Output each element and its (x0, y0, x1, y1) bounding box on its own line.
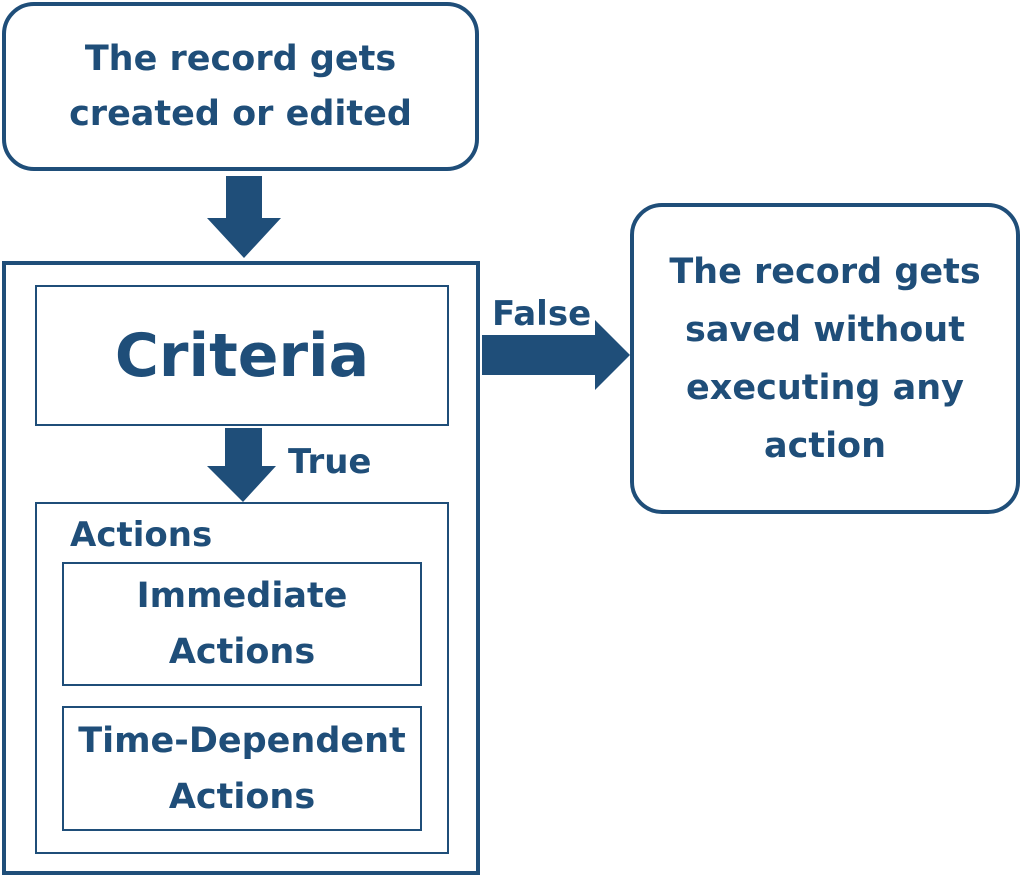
arrow-start-to-criteria (207, 176, 281, 258)
actions-heading: Actions (70, 515, 213, 555)
time-dependent-actions-node: Time-Dependent Actions (62, 706, 422, 831)
workflow-rule-container (2, 261, 480, 875)
record-saved-without-action-node: The record gets saved without executing … (630, 203, 1020, 514)
actions-container (35, 502, 449, 854)
record-created-or-edited-node: The record gets created or edited (2, 2, 479, 171)
false-edge-label: False (492, 294, 592, 334)
criteria-node: Criteria (35, 285, 449, 426)
arrow-criteria-to-end (482, 320, 630, 390)
arrow-criteria-to-actions (207, 428, 276, 502)
immediate-actions-node: Immediate Actions (62, 562, 422, 686)
true-edge-label: True (288, 442, 372, 482)
